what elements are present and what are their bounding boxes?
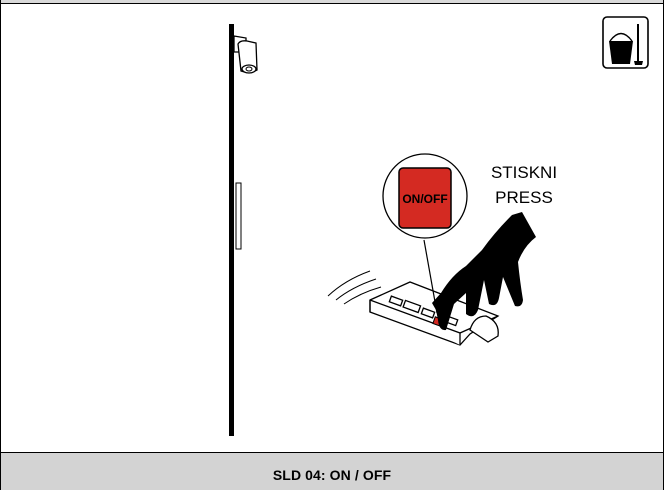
bucket-mop-icon bbox=[603, 17, 648, 68]
wall-sensor-icon bbox=[234, 36, 257, 73]
footer-title: SLD 04: ON / OFF bbox=[273, 467, 391, 483]
footer-bar: SLD 04: ON / OFF bbox=[0, 452, 664, 490]
wall-pole bbox=[229, 24, 234, 436]
instruction-line2: PRESS bbox=[495, 188, 553, 207]
illustration: ON/OFF STISKNI PRESS bbox=[0, 4, 664, 452]
instruction-line1: STISKNI bbox=[491, 163, 557, 182]
on-off-button-label: ON/OFF bbox=[402, 192, 447, 206]
pole-handle bbox=[236, 183, 241, 249]
